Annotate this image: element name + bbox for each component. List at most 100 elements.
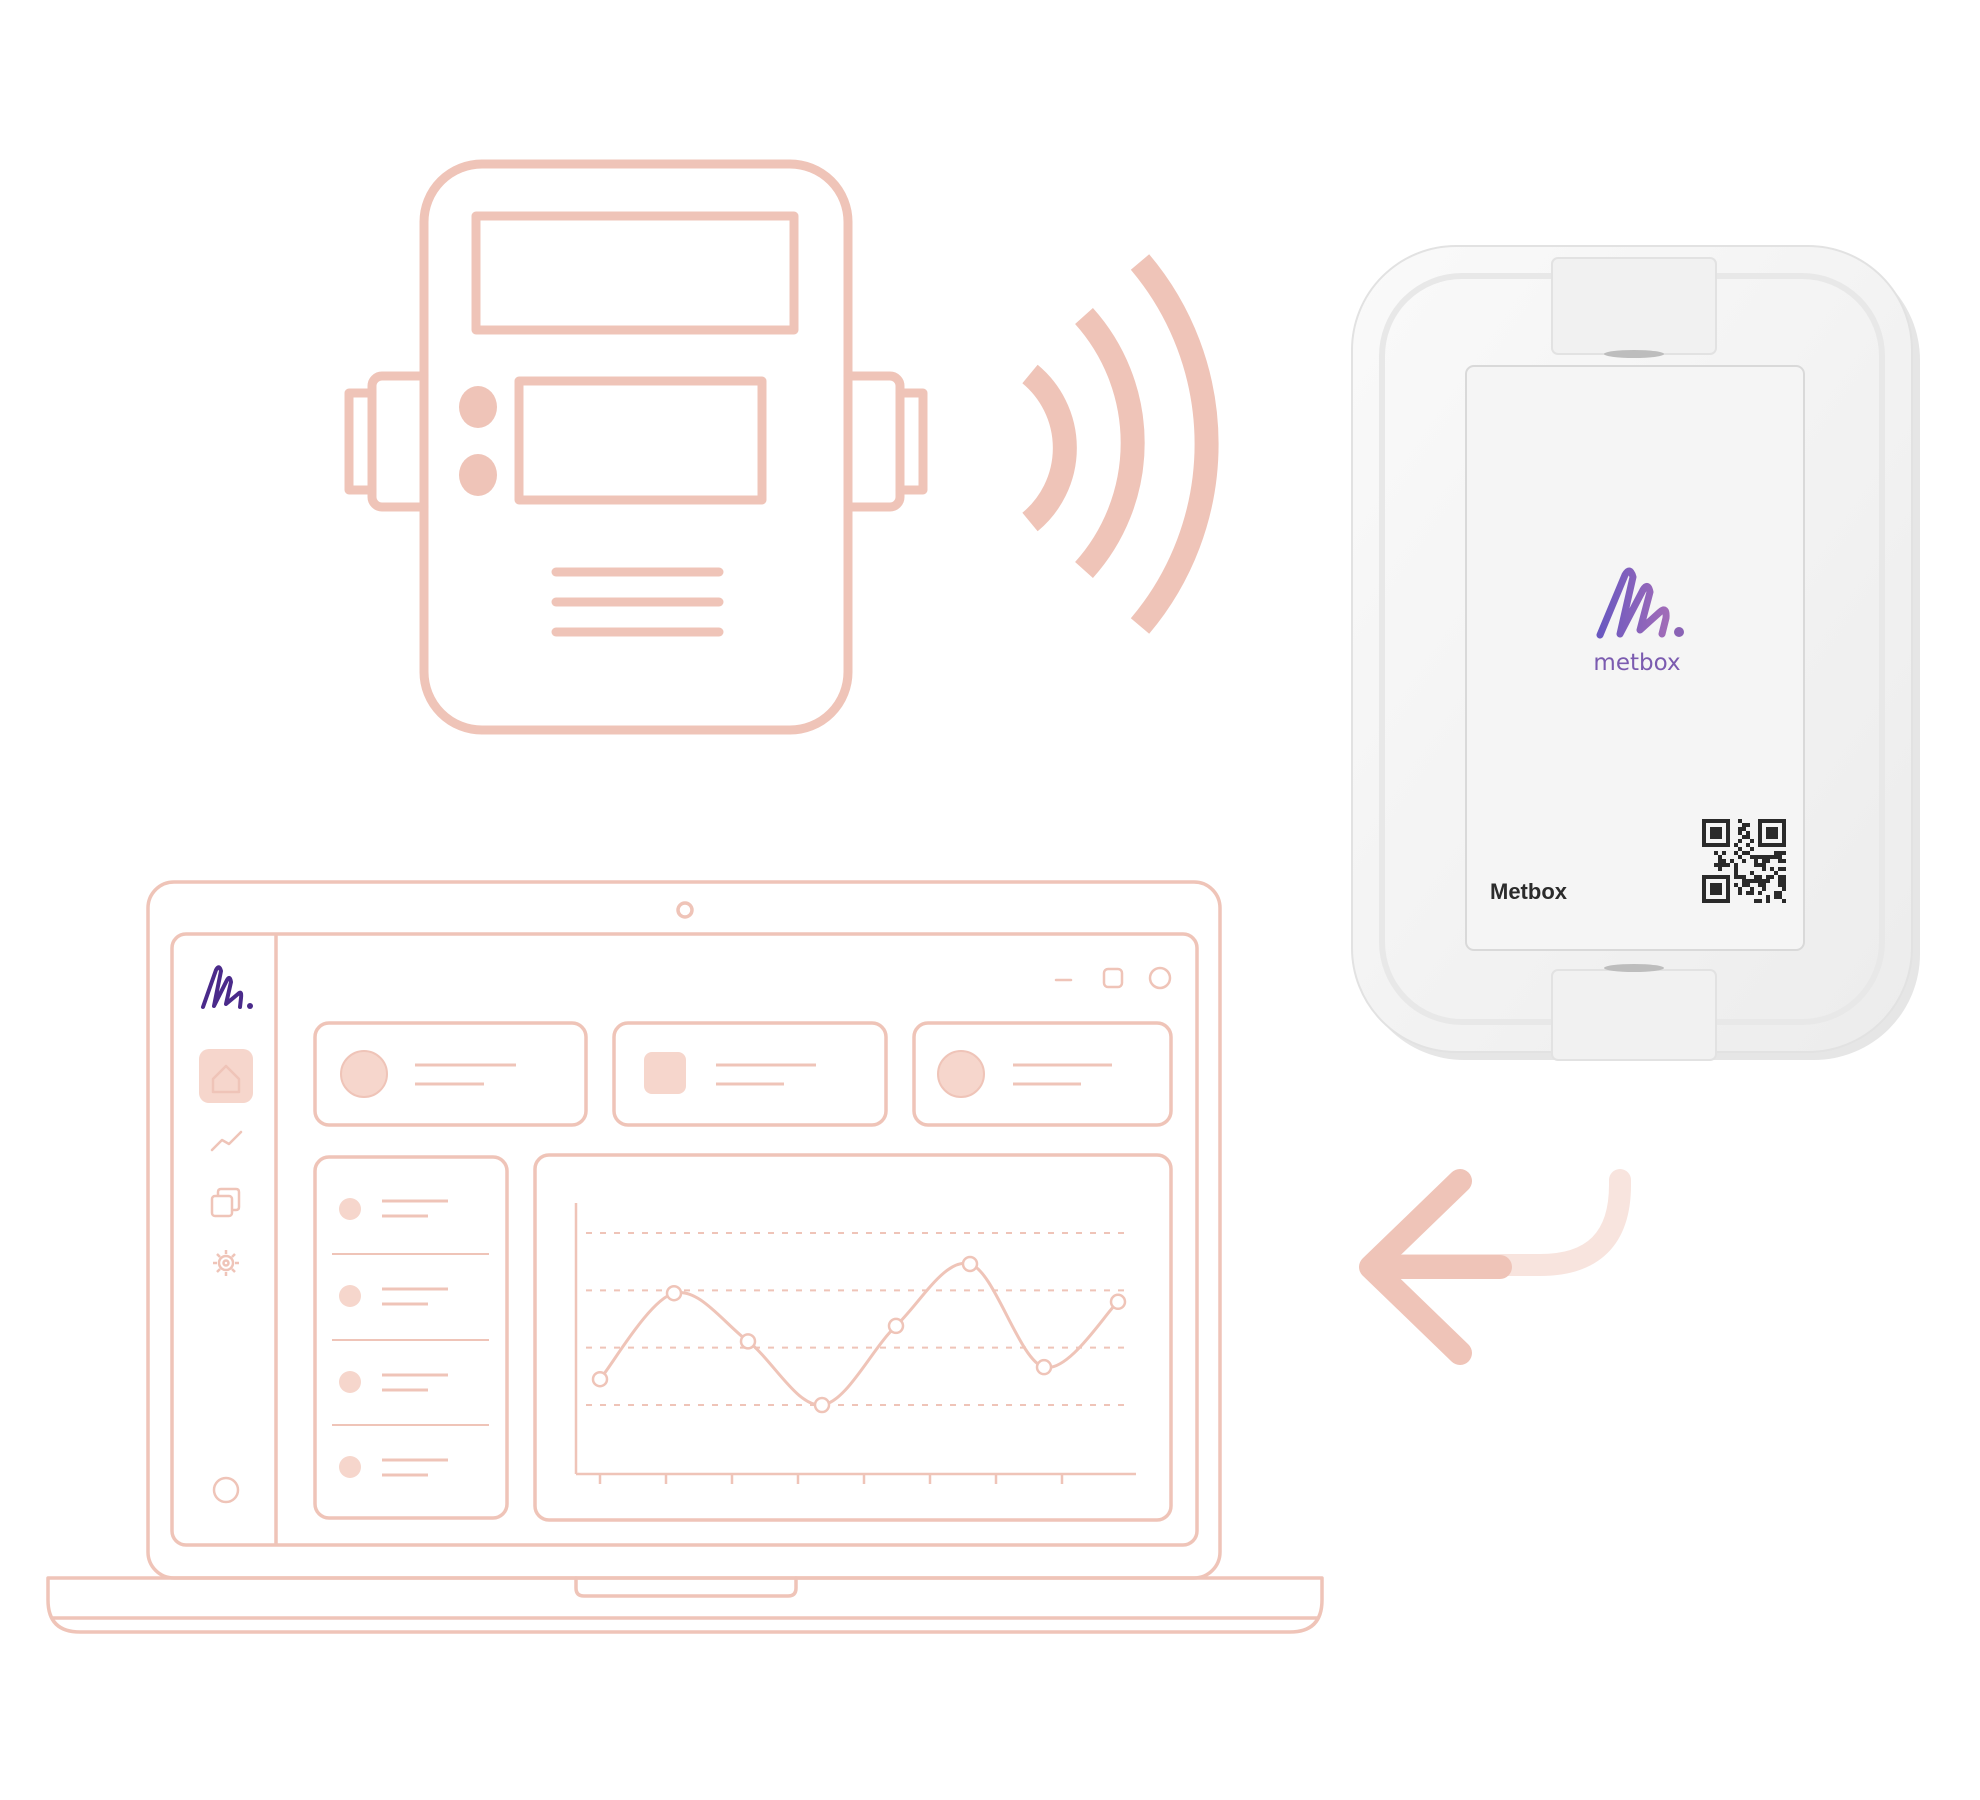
qr-module [1750,847,1754,851]
maximize-icon[interactable] [1102,967,1124,989]
meter-dot [459,454,497,496]
qr-module [1754,875,1758,879]
metbox-m-logo-icon [1596,567,1670,639]
qr-module [1774,851,1778,855]
gear-icon[interactable] [213,1250,239,1276]
list-item[interactable] [339,1456,448,1478]
stat-card-avatar [937,1050,985,1098]
laptop-base [46,1576,1324,1634]
qr-module [1746,883,1750,887]
qr-module [1758,879,1762,883]
qr-module [1762,883,1766,887]
copy-icon[interactable] [210,1187,241,1218]
list-item[interactable] [339,1371,448,1393]
qr-module [1754,859,1758,863]
meter-left-nut [344,388,377,495]
qr-module [1778,895,1782,899]
qr-module [1782,879,1786,883]
product-label: Metbox [1490,879,1568,904]
device-top-clip [1551,257,1717,355]
chart-points [591,1255,1127,1414]
qr-module [1778,879,1782,883]
qr-module [1738,855,1742,859]
chart-point [887,1317,905,1335]
list-item[interactable] [339,1198,448,1220]
qr-module [1746,891,1750,895]
meter-dot [459,386,497,428]
return-arrow-tail [1375,1169,1631,1276]
qr-module [1738,819,1742,823]
qr-module [1750,887,1754,891]
brand-wordmark: metbox [1593,650,1680,676]
qr-module [1726,863,1730,867]
trend-chart-icon[interactable] [210,1130,243,1152]
qr-module [1762,855,1766,859]
qr-module [1738,831,1742,835]
qr-module [1734,851,1738,855]
qr-module [1778,855,1782,859]
qr-module [1762,863,1766,867]
qr-module [1746,823,1750,827]
qr-module [1770,875,1774,879]
wireless-signal-icon [1022,254,1219,634]
device-top-notch [1604,350,1664,358]
qr-module [1750,871,1754,875]
meter-left-connector [367,371,429,512]
signal-arc-medium [1075,307,1145,579]
close-icon[interactable] [1148,966,1172,990]
qr-module [1766,879,1770,883]
qr-module [1722,859,1726,863]
device-bottom-notch [1604,964,1664,972]
qr-module [1758,855,1762,859]
qr-module [1782,859,1786,863]
qr-module [1738,827,1742,831]
utility-meter-icon [344,159,928,735]
qr-module [1714,851,1718,855]
stat-card [612,1021,888,1127]
qr-module [1742,875,1746,879]
circle-icon[interactable] [212,1476,240,1504]
qr-module [1738,887,1742,891]
chart-point [591,1370,609,1388]
qr-module [1746,831,1750,835]
stat-card-square [644,1052,686,1094]
qr-module [1738,875,1742,879]
qr-module [1754,855,1758,859]
qr-module [1750,839,1754,843]
qr-module [1778,875,1782,879]
qr-module [1762,859,1766,863]
qr-module [1766,899,1770,903]
qr-module [1778,883,1782,887]
qr-module [1750,855,1754,859]
qr-module [1742,879,1746,883]
qr-module [1750,891,1754,895]
qr-module [1758,875,1762,879]
home-nav-button[interactable] [199,1049,253,1103]
qr-module [1746,879,1750,883]
qr-module [1754,863,1758,867]
qr-module [1778,891,1782,895]
qr-module [1718,867,1722,871]
qr-code-icon [1702,819,1786,903]
qr-module [1758,863,1762,867]
qr-module [1778,851,1782,855]
list-item[interactable] [339,1285,448,1307]
qr-module [1782,887,1786,891]
qr-module [1742,827,1746,831]
qr-module [1718,859,1722,863]
qr-module [1750,879,1754,883]
qr-module [1742,883,1746,887]
qr-module [1734,871,1738,875]
signal-arc-small [1022,364,1077,532]
qr-module [1766,855,1770,859]
qr-module [1734,867,1738,871]
qr-module [1722,851,1726,855]
qr-module [1714,863,1718,867]
qr-module [1782,875,1786,879]
qr-module [1774,891,1778,895]
qr-module [1758,899,1762,903]
qr-module [1734,883,1738,887]
qr-module [1782,851,1786,855]
qr-module [1782,883,1786,887]
qr-module [1774,895,1778,899]
